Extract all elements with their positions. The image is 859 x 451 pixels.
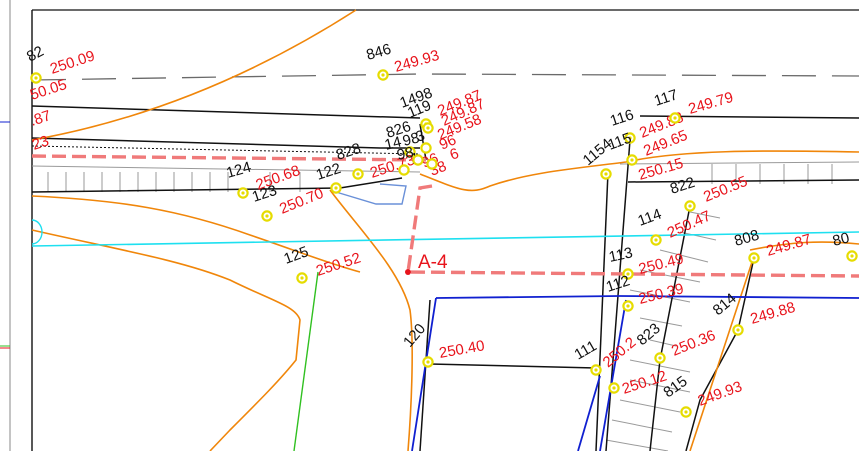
road-edges (31, 9, 859, 451)
point-number-114: 114 (636, 206, 664, 230)
elevation-label-82: 250.09 (48, 47, 97, 77)
survey-marker-123 (261, 210, 273, 222)
point-number-111: 111 (572, 337, 600, 363)
cluster-fragment-label: 98 (395, 144, 415, 164)
survey-marker-115 (626, 154, 638, 166)
point-number-116: 116 (608, 106, 636, 130)
survey-marker-114 (650, 234, 662, 246)
point-number-828: 828 (334, 140, 363, 164)
elevation-label-821: 250.12 (620, 367, 669, 397)
dotted-curb (31, 145, 421, 155)
point-number-80x: 80 (831, 229, 851, 250)
cluster-fragment-label: 6 (448, 145, 462, 164)
point-number-123: 123 (250, 182, 279, 206)
survey-marker-113 (622, 268, 634, 280)
elevation-label-814: 249.88 (748, 299, 797, 328)
point-number-82: 82 (24, 43, 47, 66)
survey-marker-120 (422, 356, 434, 368)
point-number-112: 112 (604, 272, 632, 296)
survey-marker (420, 142, 432, 154)
survey-marker-119 (422, 122, 434, 134)
dashed-centerline (31, 73, 859, 81)
elevation-label-822: 250.55 (701, 173, 750, 206)
elevation-label-808: 249.87 (764, 231, 813, 260)
elevation-label-823: 250.36 (669, 327, 718, 360)
water-line-arc (31, 219, 43, 245)
point-number-124: 124 (224, 159, 253, 182)
survey-marker-822 (684, 200, 696, 212)
cluster-fragment-label: 96 (437, 131, 459, 153)
survey-marker-111 (590, 364, 602, 376)
survey-marker (412, 154, 424, 166)
survey-marker-117 (669, 112, 681, 124)
steel-blue-outline (335, 183, 407, 205)
point-number-808: 808 (732, 227, 761, 250)
survey-marker (398, 164, 410, 176)
survey-marker-125 (296, 272, 308, 284)
survey-marker (426, 158, 438, 170)
blue-lines (411, 295, 859, 451)
survey-marker-826 (404, 146, 416, 158)
elevation-label-815: 249.93 (696, 378, 745, 410)
survey-marker-846 (377, 69, 389, 81)
elevation-label-112: 250.39 (637, 280, 686, 308)
station-point (405, 269, 411, 275)
point-number-846: 846 (364, 41, 393, 64)
water-line (31, 231, 859, 247)
point-number-120: 120 (400, 320, 429, 350)
elevation-label-23: 23 (30, 132, 51, 153)
elevation-label-120: 250.40 (438, 337, 486, 362)
cluster-fragment-label: 98 (401, 129, 421, 150)
point-number-122: 122 (314, 160, 343, 184)
point-number-822: 822 (668, 174, 697, 198)
elevation-label-123: 250.70 (277, 185, 326, 218)
elevation-label-87: .87 (28, 107, 53, 130)
survey-marker-828 (352, 168, 364, 180)
station-label: A-4 (418, 252, 448, 273)
elevation-label-117: 249.79 (686, 89, 735, 118)
survey-marker-80x (846, 250, 858, 262)
survey-marker-821 (608, 382, 620, 394)
survey-marker-823 (654, 352, 666, 364)
point-number-117: 117 (652, 86, 680, 110)
elevation-label-125: 250.52 (314, 249, 363, 279)
point-number-113: 113 (607, 244, 634, 266)
survey-marker-112 (622, 300, 634, 312)
survey-marker-1154 (600, 168, 612, 180)
survey-marker-82 (30, 72, 42, 84)
point-number-826: 826 (384, 118, 413, 142)
green-line (293, 271, 319, 451)
survey-marker-122 (330, 182, 342, 194)
survey-marker-814 (732, 324, 744, 336)
survey-marker-124 (237, 187, 249, 199)
survey-marker-815 (680, 406, 692, 418)
survey-marker-808 (748, 252, 760, 264)
survey-marker-116 (624, 132, 636, 144)
cluster-fragment-label: 14 (383, 133, 403, 154)
elevation-label-846: 249.93 (392, 47, 441, 76)
point-number-823: 823 (634, 320, 664, 349)
